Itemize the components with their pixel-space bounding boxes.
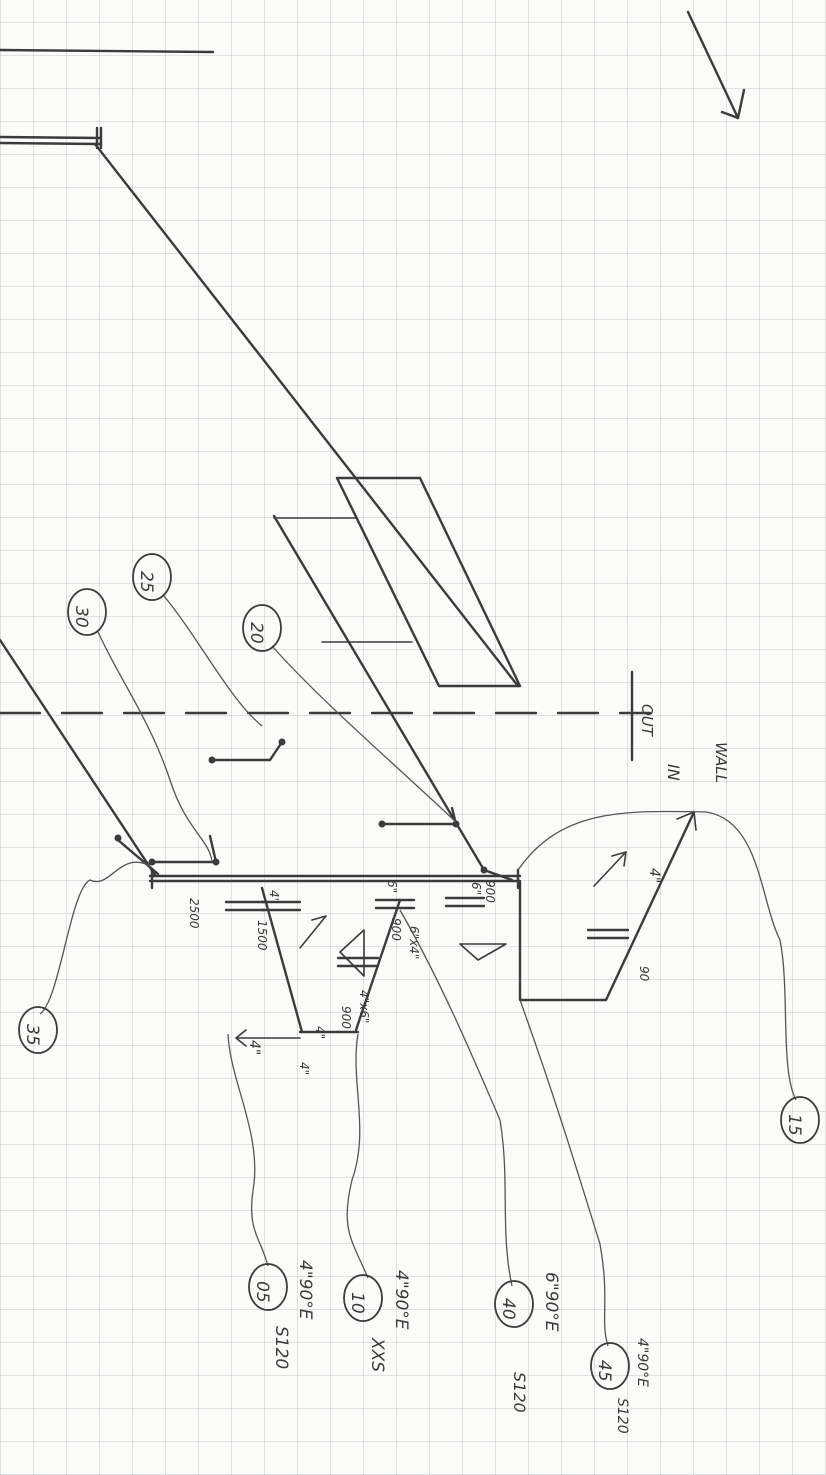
weld-15-label: 15 [784,1114,804,1136]
leader-05 [227,1033,269,1267]
weld-15-bubble: 15 [780,1096,820,1144]
left-pipe-run [0,638,157,877]
weld-dot [452,820,460,828]
leader-30 [97,631,213,863]
reducer-6x4 [459,943,507,961]
wall-out-label: OUT [638,704,656,738]
small-spool [150,834,218,864]
branch-05-run [260,886,304,1034]
dim-4-c: 4" [297,1062,311,1075]
small-spool-2 [210,740,284,762]
weld-dot [212,858,220,866]
dim-6x4: 6"x4" [407,926,421,959]
dim-6-a: 6" [385,880,399,893]
weld-45-bubble: 45 4"90°E S120 [590,1338,650,1434]
dim-90: 90 [637,966,651,982]
weld-40-label: 40 [498,1298,518,1320]
weld-20-label: 20 [246,622,266,644]
weld-05-bubble: 05 4"90°E S120 [248,1260,315,1369]
weld-30-label: 30 [71,606,91,628]
wall-in-label: IN [664,764,683,781]
leader-10 [346,1033,369,1279]
dim-1500: 1500 [255,920,269,951]
reducer-4x6 [339,929,365,977]
weld-30-bubble: 30 [67,588,107,636]
weld-05-label: 05 [252,1281,272,1303]
stub-dot [114,834,122,842]
weld-05-schedule: S120 [271,1326,291,1369]
top-edge-line [0,48,215,54]
weld-dot [208,756,216,764]
arrow-4-up [593,851,627,887]
weld-35-bubble: 35 [18,1006,58,1054]
dim-4-b: 4" [246,1040,262,1055]
leader-40 [399,909,513,1287]
weld-10-bubble: 10 4"90°E XXS [343,1270,411,1372]
weld-35-label: 35 [22,1024,42,1046]
weld-25-bubble: 25 [132,553,172,601]
branch-15-run [518,810,696,1002]
leader-15 [517,810,797,1101]
weld-20-bubble: 20 [242,604,282,652]
header-pipe-ends [150,868,520,890]
weld-dot [278,738,286,746]
weld-45-label: 45 [594,1360,614,1382]
north-arrow-icon [686,10,746,120]
weld-05-spec: 4"90°E [295,1260,315,1320]
arrow-small [299,915,327,949]
dim-900-a: 900 [389,918,403,941]
stub-pipe-right [482,868,514,882]
top-pipe-end [0,126,103,150]
weld-dot [378,820,386,828]
small-spool-3 [380,806,458,826]
stub-pipe-left [116,838,160,876]
dim-900-b: 900 [483,880,497,903]
weld-40-schedule: S120 [510,1372,529,1413]
weld-10-spec: 4"90°E [391,1270,411,1330]
dim-6-b: 6" [469,882,483,895]
weld-45-spec: 4"90°E [634,1338,650,1387]
stub-dot [480,866,488,874]
arrow-4-left [235,1029,301,1047]
dim-4x6: 4"x6" [357,990,371,1023]
support-frame [273,476,522,688]
header-pipe [148,874,522,883]
leader-45 [519,999,609,1347]
weld-25-label: 25 [136,571,156,593]
weld-40-spec: 6"90°E [541,1272,561,1332]
weld-10-schedule: XXS [367,1337,387,1372]
leader-20 [271,645,457,823]
main-pipe-run [93,142,520,688]
weld-dot [148,858,156,866]
dim-4-d: 4" [646,868,662,883]
dim-4-e: 4" [313,1026,327,1039]
weld-45-schedule: S120 [614,1398,630,1434]
weld-40-bubble: 40 6"90°E S120 [494,1272,561,1413]
wall-label: WALL [712,742,730,783]
leader-35 [39,861,151,1015]
weld-10-label: 10 [347,1292,367,1314]
dim-4-a: 4" [267,890,281,903]
leader-25 [163,595,263,727]
dim-900-c: 900 [339,1006,353,1029]
dim-2500: 2500 [187,898,201,929]
weld-ticks [224,896,630,968]
lower-pipe-run [272,514,486,872]
